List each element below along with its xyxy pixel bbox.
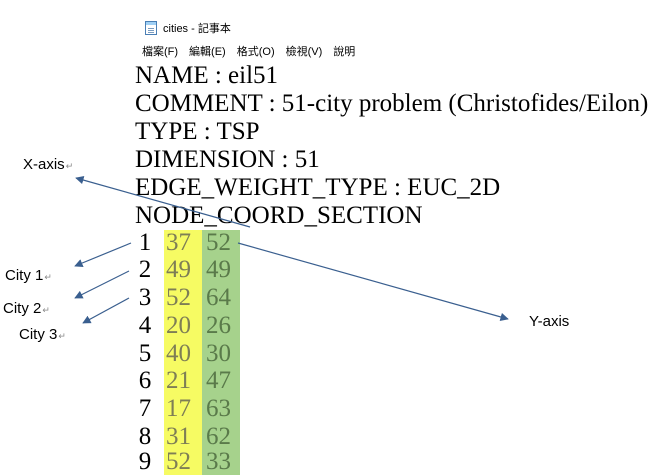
city2-arrow bbox=[74, 270, 130, 299]
row-id: 4 bbox=[138, 312, 152, 339]
row-x: 31 bbox=[166, 423, 191, 450]
row-y: 30 bbox=[206, 340, 231, 367]
paragraph-mark-icon: ↵ bbox=[65, 161, 74, 171]
row-x: 37 bbox=[166, 229, 191, 256]
row-y: 26 bbox=[206, 312, 231, 339]
row-x: 40 bbox=[166, 340, 191, 367]
menu-bar: 檔案(F) 編輯(E) 格式(O) 檢視(V) 說明 bbox=[141, 41, 356, 61]
row-x: 52 bbox=[166, 284, 191, 311]
row-y: 63 bbox=[206, 395, 231, 422]
editor-line-dimension: DIMENSION : 51 bbox=[135, 146, 320, 173]
x-axis-label: X-axis↵ bbox=[23, 156, 74, 173]
row-x: 20 bbox=[166, 312, 191, 339]
row-x: 17 bbox=[166, 395, 191, 422]
row-id: 3 bbox=[138, 284, 152, 311]
row-y: 64 bbox=[206, 284, 231, 311]
row-id: 9 bbox=[138, 448, 152, 475]
row-id: 7 bbox=[138, 395, 152, 422]
row-y: 62 bbox=[206, 423, 231, 450]
menu-edit[interactable]: 編輯(E) bbox=[189, 46, 226, 58]
city2-label: City 2↵ bbox=[3, 300, 50, 317]
row-id: 8 bbox=[138, 423, 152, 450]
row-id: 5 bbox=[138, 340, 152, 367]
menu-format[interactable]: 格式(O) bbox=[236, 46, 275, 58]
menu-file[interactable]: 檔案(F) bbox=[142, 46, 179, 58]
row-id: 6 bbox=[138, 367, 152, 394]
row-y: 33 bbox=[206, 448, 231, 475]
y-column-highlight bbox=[202, 230, 240, 475]
row-x: 21 bbox=[166, 367, 191, 394]
x-column-highlight bbox=[164, 230, 202, 475]
row-y: 47 bbox=[206, 367, 231, 394]
paragraph-mark-icon: ↵ bbox=[44, 272, 52, 282]
editor-line-edge-weight: EDGE_WEIGHT_TYPE : EUC_2D bbox=[135, 174, 501, 201]
paragraph-mark-icon: ↵ bbox=[42, 305, 50, 315]
city3-arrow bbox=[82, 297, 130, 324]
editor-line-name: NAME : eil51 bbox=[135, 62, 279, 89]
editor-line-node-coord: NODE_COORD_SECTION bbox=[135, 202, 423, 229]
row-x: 49 bbox=[166, 256, 191, 283]
notepad-icon bbox=[145, 21, 157, 35]
row-id: 1 bbox=[138, 229, 152, 256]
window-title: cities - 記事本 bbox=[163, 23, 231, 35]
row-y: 49 bbox=[206, 256, 231, 283]
row-x: 52 bbox=[166, 448, 191, 475]
paragraph-mark-icon: ↵ bbox=[58, 331, 66, 341]
y-axis-label: Y-axis bbox=[529, 313, 570, 330]
city3-label: City 3↵ bbox=[19, 326, 66, 343]
row-id: 2 bbox=[138, 256, 152, 283]
city1-arrow bbox=[74, 242, 132, 268]
editor-line-type: TYPE : TSP bbox=[135, 118, 260, 145]
row-y: 52 bbox=[206, 229, 231, 256]
editor-line-comment: COMMENT : 51-city problem (Christofides/… bbox=[135, 90, 648, 117]
window-titlebar: cities - 記事本 bbox=[145, 18, 231, 38]
menu-view[interactable]: 檢視(V) bbox=[285, 46, 323, 58]
city1-label: City 1↵ bbox=[5, 267, 52, 284]
menu-help[interactable]: 說明 bbox=[333, 46, 356, 58]
